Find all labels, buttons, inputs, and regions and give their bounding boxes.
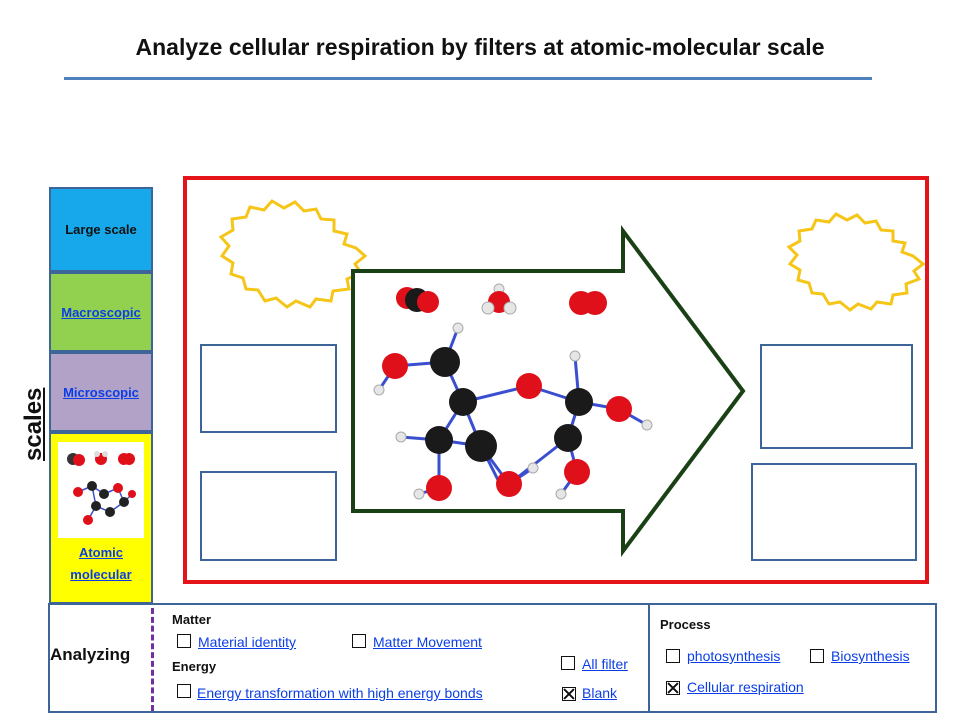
cellular-respiration-link[interactable]: Cellular respiration <box>687 679 804 695</box>
photosynthesis-checkbox[interactable] <box>666 649 680 663</box>
energy-transformation-link[interactable]: Energy transformation with high energy b… <box>197 685 483 701</box>
water-molecule-icon <box>481 283 517 315</box>
scale-atomic-molecular[interactable]: Atomic molecular <box>49 432 153 604</box>
scale-large[interactable]: Large scale <box>49 187 153 272</box>
energy-heading: Energy <box>172 659 217 674</box>
scale-microscopic[interactable]: Microscopic <box>49 352 153 432</box>
carbon-dioxide-molecule-icon <box>396 287 439 313</box>
product-box-bottom[interactable] <box>751 463 917 561</box>
biosynthesis-link[interactable]: Biosynthesis <box>831 648 910 664</box>
matter-movement-checkbox[interactable] <box>352 634 366 648</box>
cellular-respiration-checkbox[interactable] <box>666 681 680 695</box>
diagram-canvas <box>218 199 926 557</box>
photosynthesis-link[interactable]: photosynthesis <box>687 648 781 664</box>
right-sunburst-icon <box>786 212 926 312</box>
process-heading: Process <box>660 617 711 632</box>
matter-heading: Matter <box>172 612 212 627</box>
glucose-molecule-icon <box>373 322 653 501</box>
process-divider <box>648 604 650 712</box>
scale-microscopic-link[interactable]: Microscopic <box>63 384 139 400</box>
scale-macroscopic[interactable]: Macroscopic <box>49 272 153 352</box>
scale-large-label: Large scale <box>65 222 137 237</box>
page-title: Analyze cellular respiration by filters … <box>135 34 825 60</box>
scale-atomic-link-line2[interactable]: molecular <box>70 567 132 582</box>
matter-movement-link[interactable]: Matter Movement <box>373 634 482 650</box>
scales-axis-label: scales <box>20 387 47 461</box>
left-sunburst-icon <box>218 199 368 309</box>
material-identity-checkbox[interactable] <box>177 634 191 648</box>
title-underline <box>64 77 872 80</box>
analyzing-label: Analyzing <box>50 645 131 664</box>
reactant-box-top[interactable] <box>200 344 337 433</box>
biosynthesis-checkbox[interactable] <box>810 649 824 663</box>
blank-link[interactable]: Blank <box>582 685 618 701</box>
all-filter-checkbox[interactable] <box>561 656 575 670</box>
diagram-frame <box>183 176 929 584</box>
product-box-top[interactable] <box>760 344 913 449</box>
reactant-box-bottom[interactable] <box>200 471 337 561</box>
all-filter-link[interactable]: All filter <box>582 656 628 672</box>
energy-transformation-checkbox[interactable] <box>177 684 191 698</box>
oxygen-molecule-icon <box>569 291 607 315</box>
analyzing-divider <box>151 608 154 711</box>
glucose-molecule-thumbnail-icon <box>58 442 144 538</box>
scale-atomic-link-line1[interactable]: Atomic <box>78 545 124 560</box>
scale-macroscopic-link[interactable]: Macroscopic <box>61 304 141 320</box>
material-identity-link[interactable]: Material identity <box>198 634 297 650</box>
analyzing-panel <box>48 603 937 713</box>
blank-checkbox[interactable] <box>562 687 576 701</box>
